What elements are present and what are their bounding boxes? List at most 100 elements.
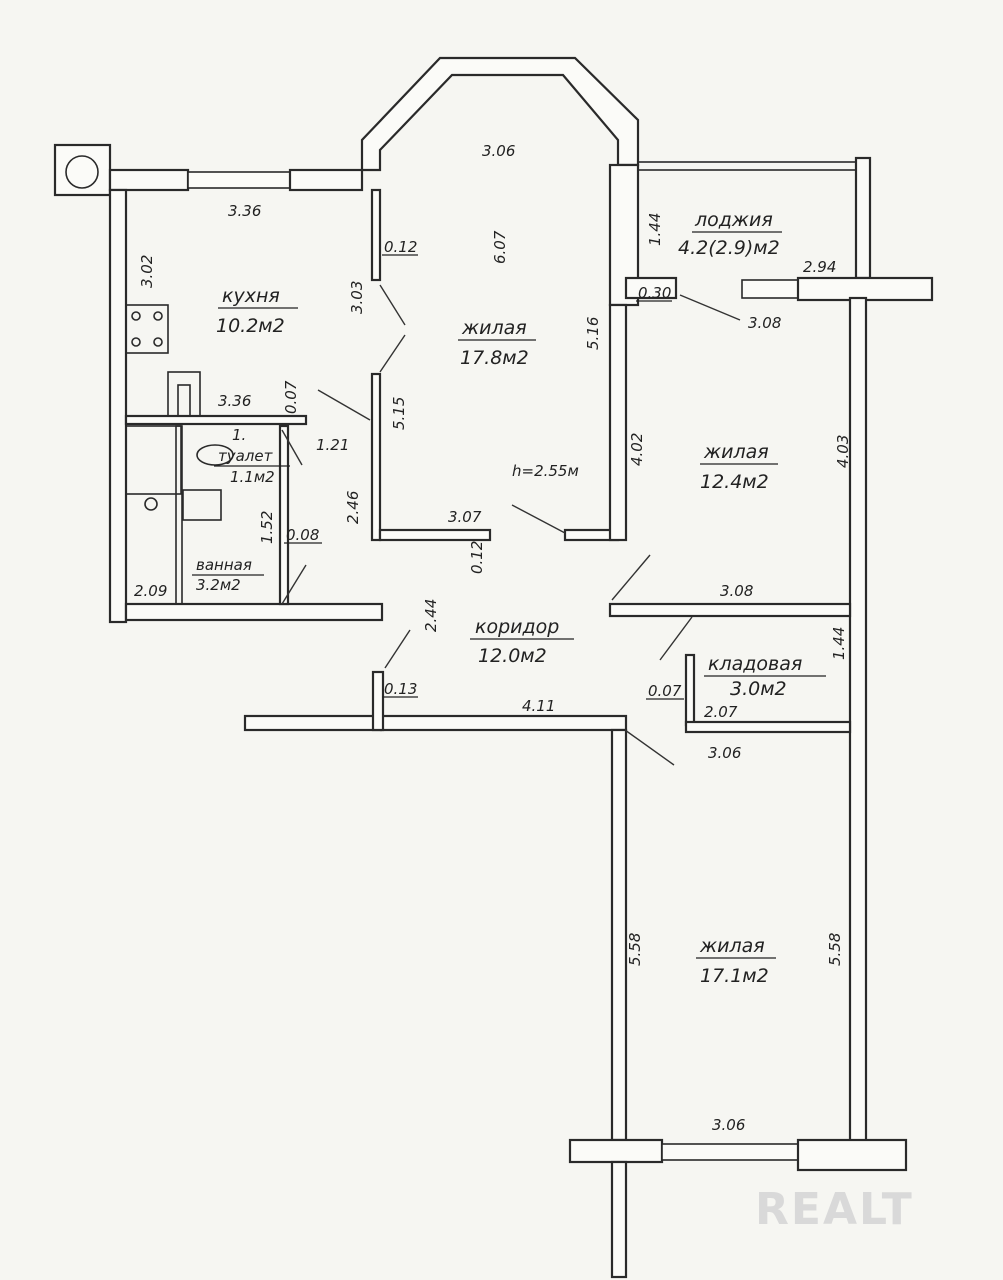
- living2-bottom-wall: [608, 602, 852, 618]
- kitchen-name: кухня: [222, 285, 280, 307]
- door-kitchen: [317, 389, 371, 421]
- dim-loggia-depth: 1.44: [646, 213, 664, 246]
- dim-living3-top: 3.06: [708, 744, 741, 762]
- corridor-bottom-mid: [379, 714, 628, 732]
- right-outer-wall: [848, 296, 868, 1148]
- kitchen-bottom-wall: [124, 414, 308, 426]
- chimney-block: [53, 143, 112, 197]
- dim-loggia-width: 2.94: [803, 258, 836, 276]
- dim-living3-right: 5.58: [826, 933, 844, 966]
- kitchen-corridor-wall: [278, 424, 290, 606]
- kitchen-area: 10.2м2: [216, 315, 285, 337]
- dim-entrance: 2.44: [422, 599, 440, 632]
- dim-kitchen-left: 3.02: [138, 255, 156, 288]
- dim-living3-bottom: 3.06: [712, 1116, 745, 1134]
- dim-wall-012: 0.12: [384, 238, 417, 256]
- dim-wall-013: 0.13: [384, 680, 417, 698]
- dim-wall-008: 0.08: [286, 526, 319, 544]
- chimney-circle: [65, 155, 99, 189]
- corridor-bottom-left: [243, 714, 383, 732]
- toilet-partition: [175, 425, 183, 605]
- dim-bay-top: 3.06: [482, 142, 515, 160]
- dim-kitchen-bottom: 3.36: [218, 392, 251, 410]
- stove-burner-icon: [131, 337, 141, 347]
- dim-living2-bottom: 3.08: [720, 582, 753, 600]
- living3-left-wall: [610, 728, 628, 1142]
- living3-window: [661, 1143, 799, 1161]
- left-outer-wall: [108, 188, 128, 624]
- door-living2: [611, 554, 651, 601]
- living1-area: 17.8м2: [460, 347, 529, 369]
- bay-right-wall-lower: [608, 303, 628, 542]
- dim-kitchen-top: 3.36: [228, 202, 261, 220]
- loggia-right-post: [854, 156, 872, 280]
- toilet-name: туалет: [218, 447, 274, 465]
- loggia-bottom-right: [796, 276, 934, 302]
- sink-icon: [144, 497, 158, 511]
- storage-name: кладовая: [708, 653, 802, 675]
- dim-living2-right: 4.03: [834, 435, 852, 468]
- dim-storage-depth: 1.44: [830, 627, 848, 660]
- stove-burner-icon: [153, 337, 163, 347]
- door-kitchen-living: [379, 284, 406, 326]
- loggia-rail: [637, 161, 857, 171]
- dim-wall-012b: 0.12: [468, 541, 486, 574]
- dim-wall-030: 0.30: [638, 284, 671, 302]
- door-loggia: [679, 294, 741, 321]
- dim-bay-bottom: 3.07: [448, 508, 482, 526]
- dim-living2-top: 3.08: [748, 314, 781, 332]
- toilet-bowl-icon: [196, 444, 234, 466]
- loggia-area: 4.2(2.9)м2: [678, 237, 780, 259]
- ventilation-shaft-inner-icon: [177, 384, 191, 417]
- dim-corridor-small: 1.21: [316, 436, 349, 454]
- loggia-door-window: [741, 279, 799, 299]
- dim-toilet-number: 1.: [232, 426, 246, 444]
- stove-burner-icon: [131, 311, 141, 321]
- bath-area: 3.2м2: [196, 576, 241, 594]
- loggia-name: лоджия: [694, 209, 773, 231]
- dim-wall-007b: 0.07: [648, 682, 682, 700]
- stove-burner-icon: [153, 311, 163, 321]
- shower-tray: [182, 489, 222, 521]
- living2-area: 12.4м2: [700, 471, 769, 493]
- dim-living2-left: 4.02: [628, 433, 646, 466]
- bath-wall-inner: [125, 425, 182, 495]
- dim-wall-007: 0.07: [282, 380, 300, 414]
- living3-name: жилая: [699, 935, 765, 957]
- bath-bottom-wall: [124, 602, 384, 622]
- ceiling-height: h=2.55м: [512, 462, 579, 480]
- dim-bath-height: 1.52: [258, 511, 276, 544]
- doors: [281, 284, 741, 766]
- door-entrance: [384, 629, 411, 669]
- living1-name: жилая: [461, 317, 527, 339]
- dim-bath-width: 2.09: [134, 582, 167, 600]
- dim-bay-height: 6.07: [491, 230, 509, 264]
- walls: [53, 56, 934, 1279]
- dim-storage-width: 2.07: [704, 703, 738, 721]
- realt-watermark: REALT: [755, 1184, 914, 1235]
- kitchen-window: [187, 171, 291, 189]
- fixtures: [125, 304, 234, 511]
- ventilation-shaft-icon: [167, 371, 201, 417]
- door-living1: [511, 504, 566, 534]
- bay-left-wall-top: [370, 188, 382, 282]
- bath-name: ванная: [196, 556, 252, 574]
- living3-stub: [610, 1160, 628, 1279]
- toilet-area: 1.1м2: [230, 468, 275, 486]
- door-bath: [281, 564, 307, 605]
- dim-bay-left: 5.15: [390, 397, 408, 430]
- door-living3: [624, 729, 675, 766]
- kitchen-top-wall: [108, 168, 190, 192]
- storage-bottom-wall: [684, 720, 852, 734]
- storage-left-wall: [684, 653, 696, 727]
- corridor-area: 12.0м2: [478, 645, 547, 667]
- dim-corridor-bottom: 4.11: [522, 697, 555, 715]
- entrance-jamb: [371, 670, 385, 732]
- corridor-name: коридор: [475, 616, 559, 638]
- stove-icon: [125, 304, 169, 354]
- dim-bay-right: 5.16: [584, 317, 602, 350]
- dim-living3-left: 5.58: [626, 933, 644, 966]
- kitchen-top-wall-right: [288, 168, 364, 192]
- room-labels: кухня 10.2м2 жилая 17.8м2 лоджия 4.2(2.9…: [192, 209, 826, 987]
